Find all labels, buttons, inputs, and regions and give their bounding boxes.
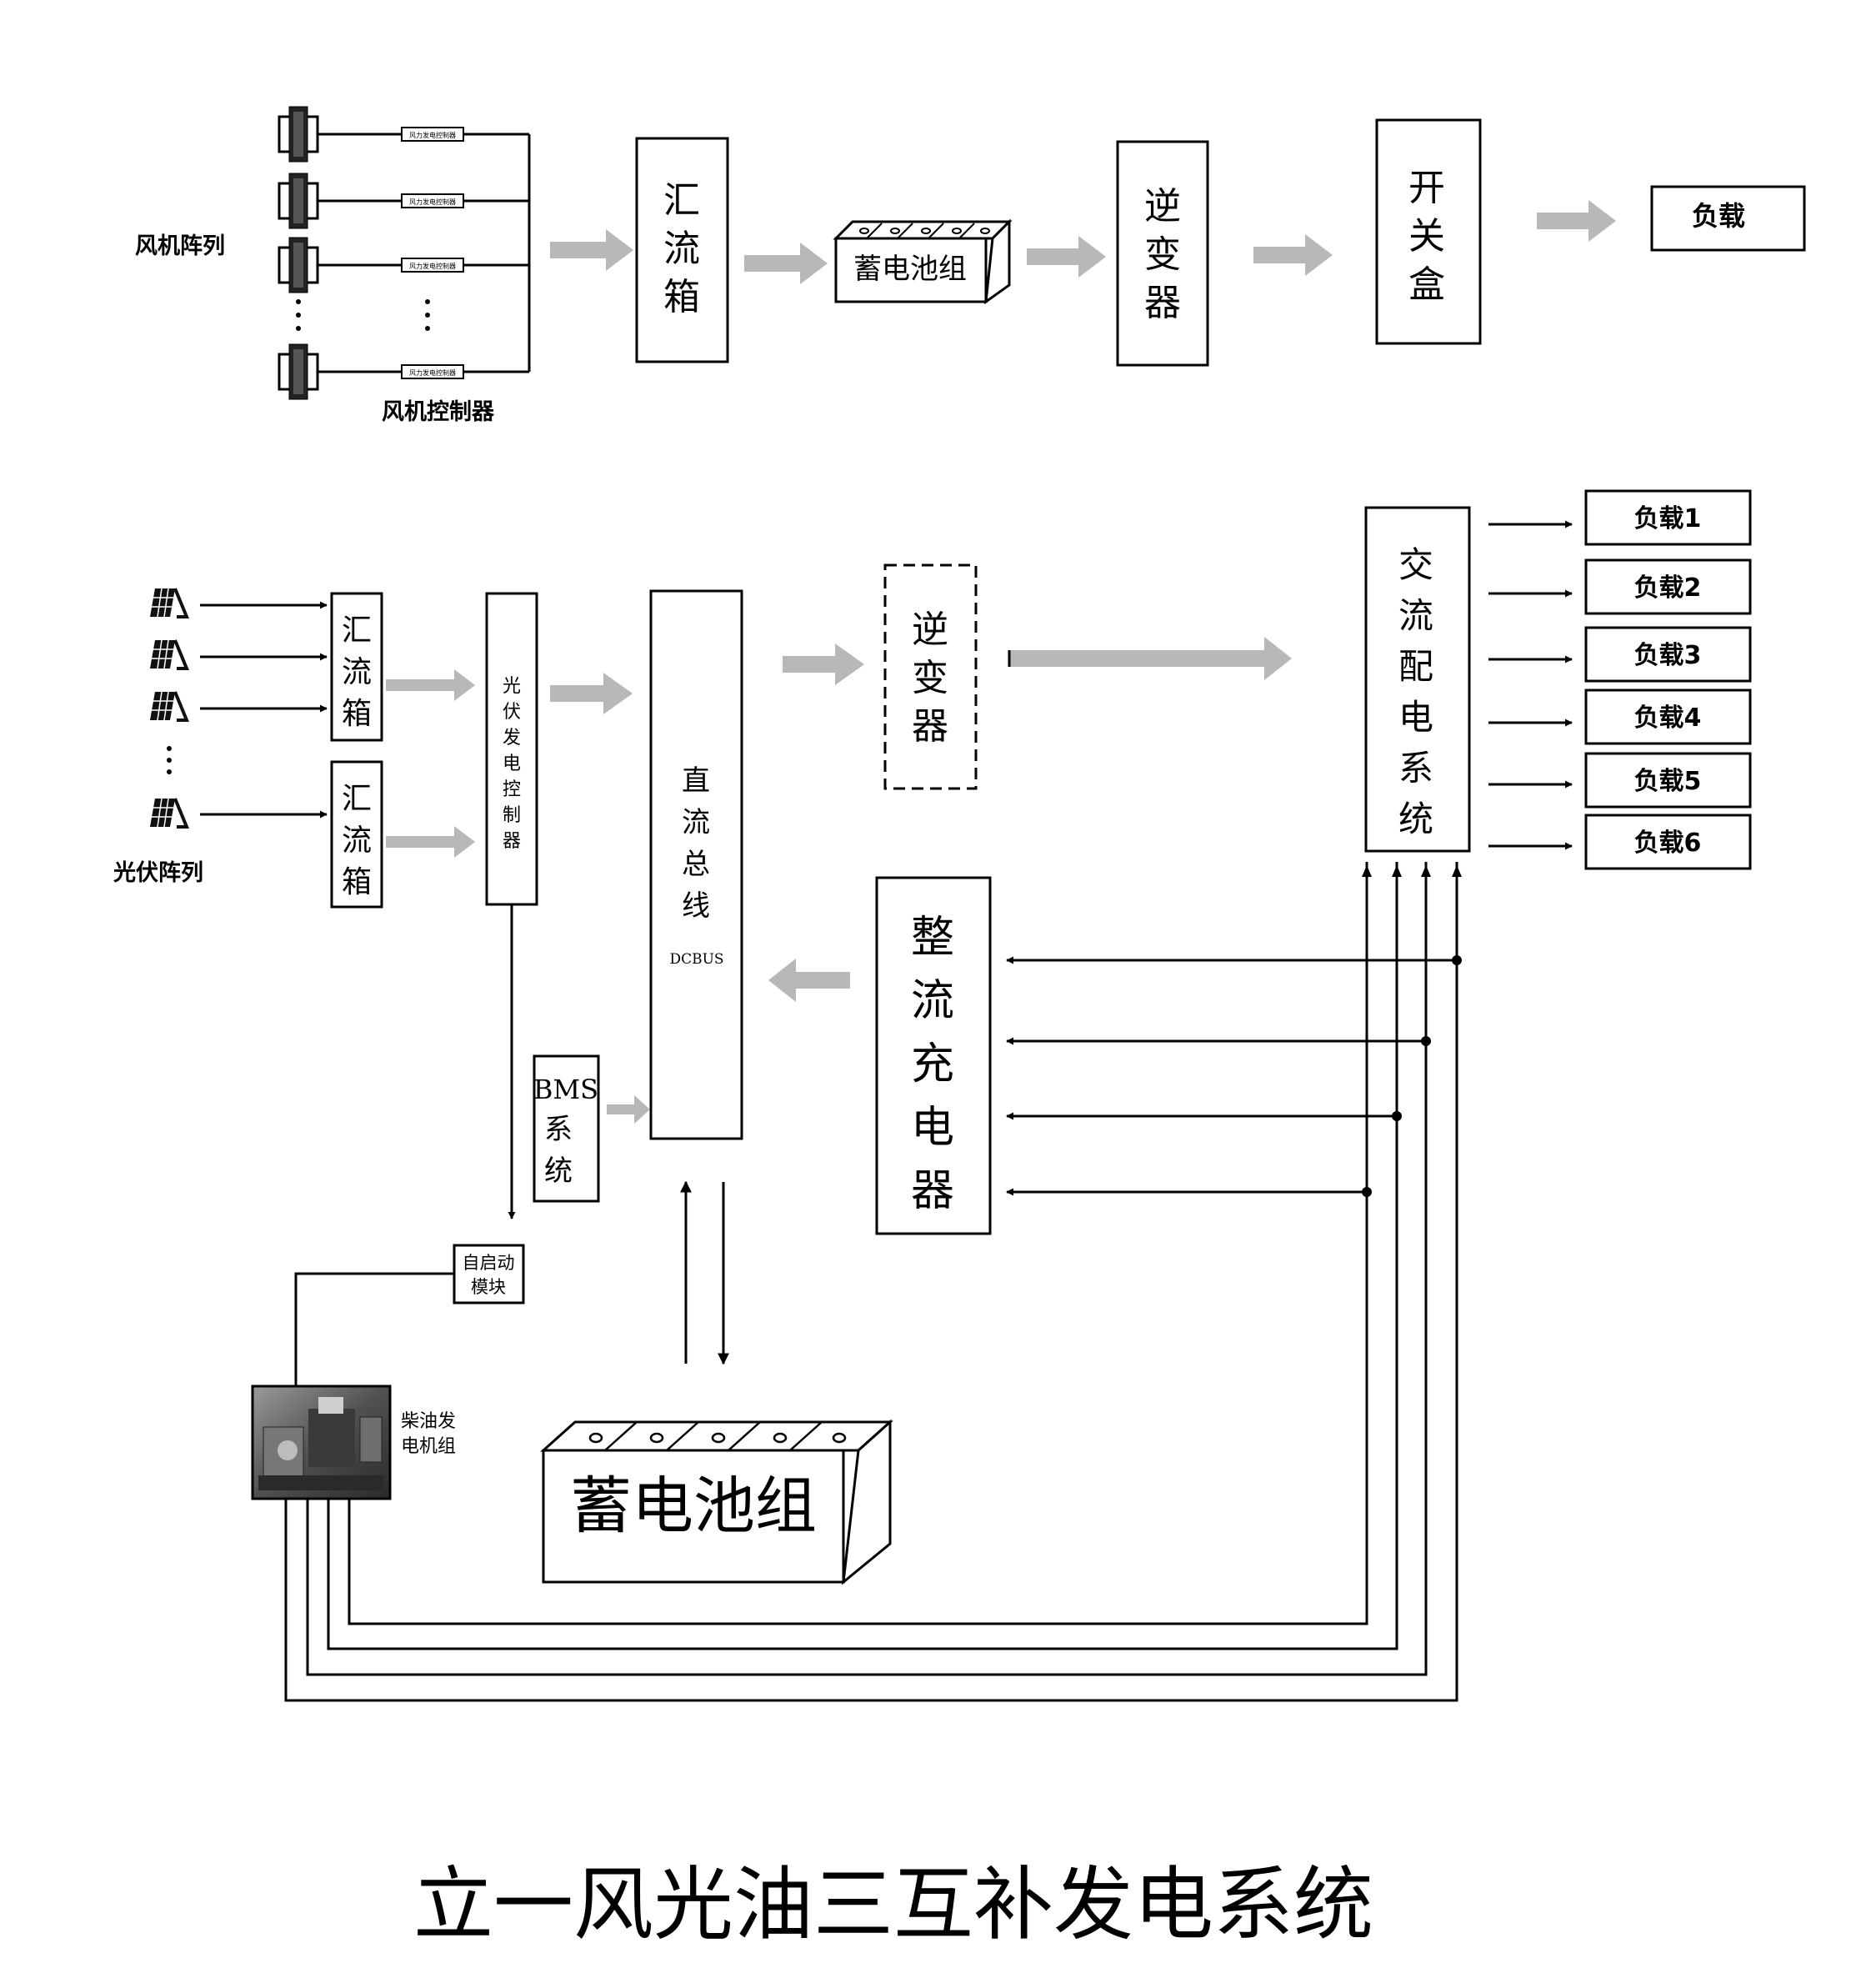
wind-controller-label: 风机控制器 bbox=[382, 399, 495, 425]
bottom-battery-bank: 蓄电池组 bbox=[540, 1419, 893, 1585]
wind-turbine-icon bbox=[278, 343, 323, 400]
cable-arrowheads bbox=[1362, 865, 1462, 877]
wind-controller-box: 风力发电控制器 bbox=[401, 193, 464, 208]
svg-text:整流充电器: 整流充电器 bbox=[911, 913, 954, 1216]
svg-text:逆变器: 逆变器 bbox=[1144, 185, 1181, 324]
svg-text:负载5: 负载5 bbox=[1634, 767, 1702, 796]
svg-text:BMS: BMS bbox=[533, 1074, 598, 1105]
top-combiner-box: 汇流箱 bbox=[635, 137, 729, 363]
svg-text:系统: 系统 bbox=[544, 1113, 573, 1188]
svg-text:交流配电系统: 交流配电系统 bbox=[1398, 544, 1433, 839]
wind-turbine-icon bbox=[278, 237, 323, 293]
svg-text:负载4: 负载4 bbox=[1634, 704, 1702, 733]
load-box-6: 负载6 bbox=[1584, 814, 1752, 870]
hybrid-section: 光伏阵列 汇流箱 汇流箱 光伏发电控制器 直流总线 DCBUS bbox=[113, 489, 1752, 1702]
wind-section: 风力发电控制器 风力发电控制器 风力发电控制器 风力发电控制器 风机阵列 风机控… bbox=[135, 106, 1806, 425]
svg-text:开关盒: 开关盒 bbox=[1408, 167, 1445, 306]
svg-text:负载6: 负载6 bbox=[1634, 829, 1702, 858]
solar-panel-icon bbox=[150, 588, 189, 618]
rectifier-feed-arrows bbox=[1006, 956, 1457, 1196]
svg-text:负载1: 负载1 bbox=[1634, 504, 1702, 533]
pv-combiner-box-2: 汇流箱 bbox=[330, 760, 383, 909]
ac-distribution-box: 交流配电系统 bbox=[1364, 506, 1471, 853]
pv-feed-arrows bbox=[200, 601, 328, 819]
genset-cables bbox=[284, 862, 1458, 1702]
load-feed-arrows bbox=[1488, 520, 1573, 850]
svg-text:风力发电控制器: 风力发电控制器 bbox=[409, 368, 456, 377]
load-box-2: 负载2 bbox=[1584, 558, 1752, 615]
svg-text:汇流箱: 汇流箱 bbox=[342, 782, 372, 899]
svg-text:模块: 模块 bbox=[471, 1277, 506, 1297]
pv-combiner-box-1: 汇流箱 bbox=[330, 592, 383, 742]
wind-controller-box: 风力发电控制器 bbox=[401, 127, 464, 142]
solar-panel-icon bbox=[150, 691, 189, 722]
top-battery-bank: 蓄电池组 bbox=[833, 218, 1013, 305]
wind-controller-box: 风力发电控制器 bbox=[401, 258, 464, 273]
wind-array-label: 风机阵列 bbox=[135, 233, 225, 259]
svg-text:光伏发电控制器: 光伏发电控制器 bbox=[503, 676, 521, 852]
genset-label-line1: 柴油发 bbox=[401, 1411, 456, 1432]
wind-turbine-icon bbox=[278, 106, 323, 163]
load-box-1: 负载1 bbox=[1584, 489, 1752, 546]
svg-text:自启动: 自启动 bbox=[463, 1253, 515, 1273]
svg-text:风力发电控制器: 风力发电控制器 bbox=[409, 198, 456, 206]
wind-controller-box: 风力发电控制器 bbox=[401, 364, 464, 379]
svg-text:风力发电控制器: 风力发电控制器 bbox=[409, 131, 456, 139]
junction-dots bbox=[1362, 955, 1462, 1197]
top-load-box: 负载 bbox=[1650, 185, 1806, 252]
solar-panel-icon bbox=[150, 798, 189, 829]
gray-flow-arrow bbox=[550, 200, 1616, 284]
svg-text:负载: 负载 bbox=[1692, 200, 1745, 232]
svg-text:蓄电池组: 蓄电池组 bbox=[570, 1470, 817, 1542]
solar-panel-icon bbox=[150, 639, 189, 670]
genset-label-line2: 电机组 bbox=[401, 1436, 456, 1457]
diesel-genset-image bbox=[251, 1385, 392, 1500]
svg-text:负载2: 负载2 bbox=[1634, 573, 1702, 603]
bms-box: BMS 系统 bbox=[533, 1054, 600, 1203]
rectifier-charger-box: 整流充电器 bbox=[875, 876, 992, 1235]
autostart-to-genset-line bbox=[294, 1272, 454, 1386]
pv-controller-box: 光伏发电控制器 bbox=[485, 592, 538, 906]
ellipsis-dots bbox=[296, 299, 430, 331]
ellipsis-dots bbox=[167, 746, 172, 774]
bottom-inverter-box: 逆变器 bbox=[883, 563, 978, 790]
svg-text:汇流箱: 汇流箱 bbox=[663, 179, 700, 318]
autostart-module-box: 自启动 模块 bbox=[453, 1244, 525, 1304]
pv-array-label: 光伏阵列 bbox=[113, 860, 203, 886]
page-title: 立一风光油三互补发电系统 bbox=[413, 1858, 1373, 1951]
wind-turbine-icon bbox=[278, 173, 323, 229]
load-box-3: 负载3 bbox=[1584, 626, 1752, 683]
svg-text:风力发电控制器: 风力发电控制器 bbox=[409, 262, 456, 270]
dc-bus-box: 直流总线 DCBUS bbox=[649, 589, 743, 1140]
gray-flow-arrow bbox=[386, 637, 1292, 1124]
load-box-4: 负载4 bbox=[1584, 689, 1752, 745]
top-inverter-box: 逆变器 bbox=[1116, 140, 1209, 367]
svg-text:DCBUS: DCBUS bbox=[669, 951, 723, 968]
svg-text:蓄电池组: 蓄电池组 bbox=[853, 253, 967, 286]
svg-text:负载3: 负载3 bbox=[1634, 641, 1702, 670]
wind-wiring bbox=[323, 133, 531, 373]
svg-text:直流总线: 直流总线 bbox=[682, 764, 710, 923]
switch-box: 开关盒 bbox=[1375, 118, 1482, 345]
load-box-5: 负载5 bbox=[1584, 752, 1752, 809]
svg-text:逆变器: 逆变器 bbox=[912, 608, 948, 748]
svg-text:汇流箱: 汇流箱 bbox=[342, 613, 372, 731]
